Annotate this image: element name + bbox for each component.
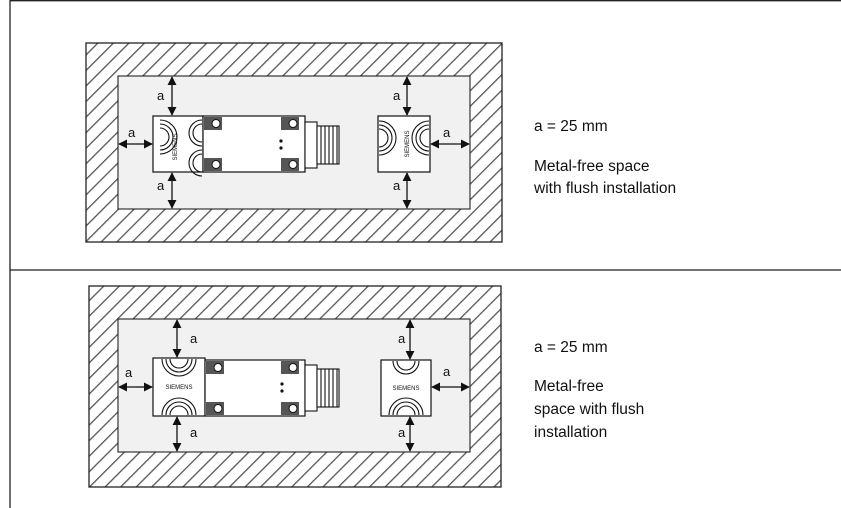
screw-hole-icon [288,160,298,169]
led-icon [280,382,284,386]
dimension-label: a [443,125,451,140]
sensor-small-1: SIEMENS [377,115,431,173]
dimension-label: a [398,425,406,440]
dimension-label: a [443,364,451,379]
dimension-label: a [398,331,406,346]
sensing-face-icon [378,120,430,156]
sensing-face-icon [388,360,424,416]
caption-line: Metal-free space [534,158,649,175]
connector-icon [304,364,340,412]
spacing-spec: a = 25 mm [534,339,608,356]
figure-2: SIEMENS [88,285,644,488]
sensor-head [377,115,431,173]
dimension-label: a [393,178,401,193]
screw-hole-icon [288,363,298,372]
brand-label: SIEMENS [392,386,419,392]
dimension-arrows-1 [118,76,470,209]
sensor-small-2: SIEMENS [380,359,432,417]
brand-label: SIEMENS [165,385,192,391]
screw-hole-icon [288,119,298,128]
dimension-label: a [190,331,198,346]
dimension-label: a [125,365,133,380]
sensor-large-2: SIEMENS [152,357,340,417]
brand-label: SIEMENS [405,130,411,157]
led-icon [280,389,284,393]
dimension-label: a [157,178,165,193]
caption-line: space with flush [534,401,644,418]
dimension-label: a [128,125,136,140]
dimension-arrows-2 [118,319,470,452]
sensor-large-1: SIEMENS [152,115,340,177]
screw-hole-icon [213,363,223,372]
screw-hole-icon [288,404,298,413]
sensor-head [380,359,432,417]
dimension-label: a [190,425,198,440]
sensing-face-icon [159,119,203,177]
screw-hole-icon [213,404,223,413]
led-icon [279,139,283,143]
brand-label: SIEMENS [173,133,179,160]
figure-1: SIEMENS [85,42,676,243]
caption-line: Metal-free [534,378,604,395]
dimension-label: a [157,88,165,103]
spacing-spec: a = 25 mm [534,118,608,135]
screw-hole-icon [211,119,221,128]
dimension-label: a [393,88,401,103]
led-icon [279,146,283,150]
caption-line: with flush installation [533,180,676,197]
connector-icon [304,121,340,169]
caption-line: installation [534,424,607,441]
screw-hole-icon [211,160,221,169]
sensing-face-icon [161,358,197,416]
